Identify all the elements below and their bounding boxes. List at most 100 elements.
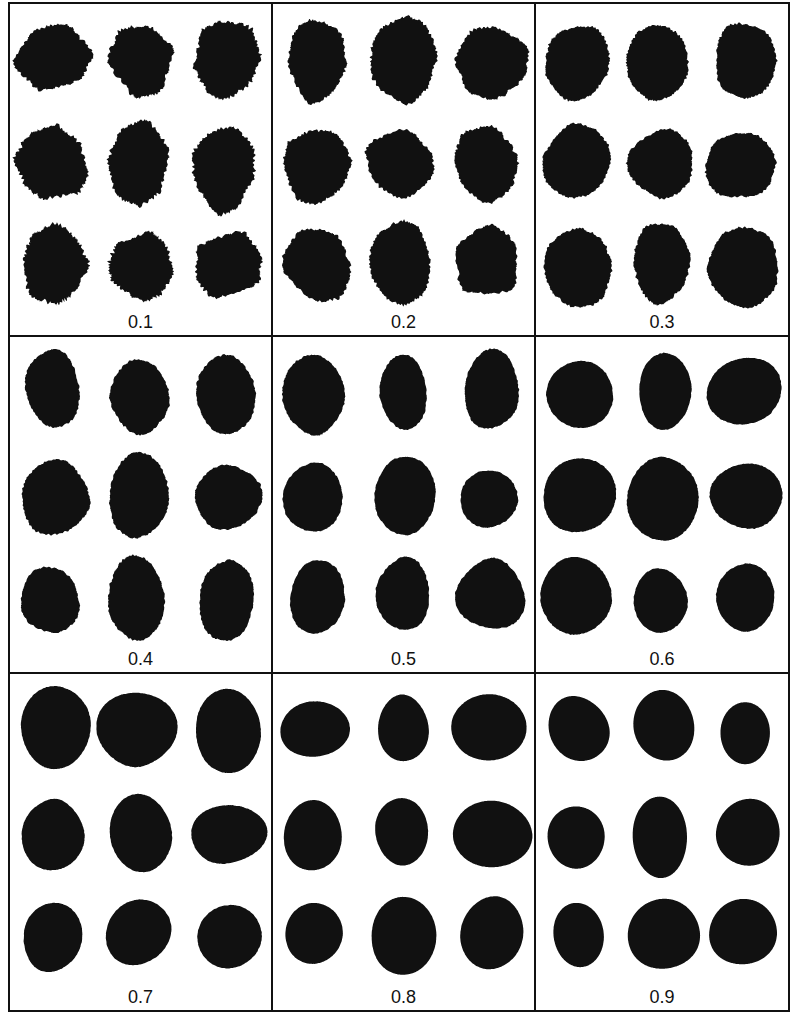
- grain-silhouette: [199, 559, 254, 641]
- grain-silhouette: [626, 25, 690, 102]
- roundness-value: 0.9: [536, 985, 788, 1009]
- grain-silhouette: [109, 452, 170, 539]
- grain-silhouette: [455, 558, 526, 629]
- grain-silhouette: [192, 126, 257, 216]
- grain-silhouette: [96, 693, 177, 768]
- roundness-value: 0.8: [273, 985, 534, 1009]
- grain-silhouette: [540, 557, 612, 635]
- grain-silhouette: [376, 557, 430, 630]
- grain-silhouette: [633, 690, 694, 761]
- grain-silhouette: [546, 361, 613, 428]
- roundness-panel: 0.8: [271, 672, 536, 1012]
- grain-silhouette: [107, 25, 175, 99]
- grain-silhouette: [543, 228, 612, 308]
- roundness-panel: 0.1: [8, 2, 273, 337]
- grain-silhouette: [378, 695, 429, 762]
- grain-silhouette: [369, 220, 431, 307]
- grain-silhouette: [365, 129, 435, 199]
- roundness-panel: 0.7: [8, 672, 273, 1012]
- roundness-value: 0.1: [10, 310, 271, 334]
- grain-silhouette: [461, 471, 519, 528]
- grain-silhouette: [12, 123, 89, 200]
- grain-silhouette: [290, 560, 345, 634]
- grain-silhouette: [454, 125, 519, 204]
- grain-silhouette: [21, 567, 80, 634]
- grain-silhouette: [12, 23, 93, 91]
- roundness-value: 0.7: [10, 985, 271, 1009]
- grain-silhouette: [22, 459, 91, 535]
- grain-silhouette: [709, 899, 777, 964]
- grain-silhouette: [374, 457, 436, 536]
- grain-silhouette: [107, 230, 174, 302]
- grain-silhouette: [716, 563, 775, 632]
- grain-silhouette: [379, 355, 427, 430]
- grain-silhouette: [372, 897, 437, 975]
- grain-silhouette: [628, 899, 700, 969]
- roundness-panel: 0.9: [534, 672, 790, 1012]
- grain-silhouette: [542, 122, 611, 198]
- grain-silhouette: [549, 696, 610, 761]
- roundness-value: 0.4: [10, 647, 271, 671]
- grain-silhouette: [196, 689, 261, 773]
- grain-silhouette: [634, 568, 689, 633]
- grain-silhouette: [627, 457, 699, 541]
- grain-silhouette: [23, 222, 90, 305]
- grain-silhouette: [21, 686, 91, 769]
- grain-silhouette: [110, 794, 173, 873]
- grain-silhouette: [455, 224, 517, 295]
- grain-silhouette: [107, 120, 170, 209]
- grain-silhouette: [280, 701, 350, 757]
- roundness-value: 0.2: [273, 310, 534, 334]
- grain-silhouette: [633, 223, 690, 305]
- grain-silhouette: [195, 465, 263, 531]
- roundness-panel: 0.3: [534, 2, 790, 337]
- grain-silhouette: [705, 133, 777, 198]
- grain-silhouette: [639, 353, 692, 430]
- grain-silhouette: [288, 19, 348, 105]
- grain-silhouette: [553, 903, 604, 967]
- roundness-value: 0.6: [536, 647, 788, 671]
- grain-silhouette: [453, 801, 533, 868]
- grain-silhouette: [545, 26, 610, 102]
- grain-silhouette: [465, 349, 520, 429]
- roundness-panel: 0.6: [534, 335, 790, 674]
- grain-silhouette: [548, 806, 605, 868]
- grain-silhouette: [282, 228, 352, 302]
- grain-silhouette: [721, 702, 770, 764]
- grain-silhouette: [196, 354, 256, 434]
- grain-silhouette: [454, 26, 529, 100]
- grain-silhouette: [460, 896, 523, 969]
- grain-silhouette: [716, 799, 780, 866]
- grain-silhouette: [370, 15, 438, 106]
- grain-silhouette: [282, 355, 345, 436]
- grain-silhouette: [24, 903, 83, 972]
- grain-silhouette: [707, 358, 782, 425]
- roundness-value: 0.3: [536, 310, 788, 334]
- grain-silhouette: [25, 349, 81, 428]
- roundness-value: 0.5: [273, 647, 534, 671]
- grain-silhouette: [22, 799, 85, 871]
- grain-silhouette: [195, 231, 263, 299]
- grain-silhouette: [544, 458, 617, 532]
- grain-silhouette: [451, 694, 526, 760]
- grain-silhouette: [109, 359, 170, 435]
- grain-silhouette: [191, 805, 267, 864]
- grain-silhouette: [108, 555, 165, 641]
- roundness-panel: 0.2: [271, 2, 536, 337]
- grain-silhouette: [283, 130, 353, 206]
- grain-silhouette: [285, 903, 343, 964]
- grain-silhouette: [197, 905, 262, 969]
- grain-silhouette: [106, 899, 172, 965]
- grain-silhouette: [284, 800, 342, 870]
- grain-silhouette: [709, 464, 782, 529]
- grain-silhouette: [716, 22, 778, 99]
- grain-silhouette: [626, 128, 693, 199]
- grain-silhouette: [193, 20, 263, 100]
- grain-silhouette: [707, 226, 779, 308]
- grain-silhouette: [282, 463, 343, 532]
- roundness-panel: 0.5: [271, 335, 536, 674]
- grain-silhouette: [375, 798, 428, 866]
- roundness-panel: 0.4: [8, 335, 273, 674]
- grain-silhouette: [633, 797, 687, 879]
